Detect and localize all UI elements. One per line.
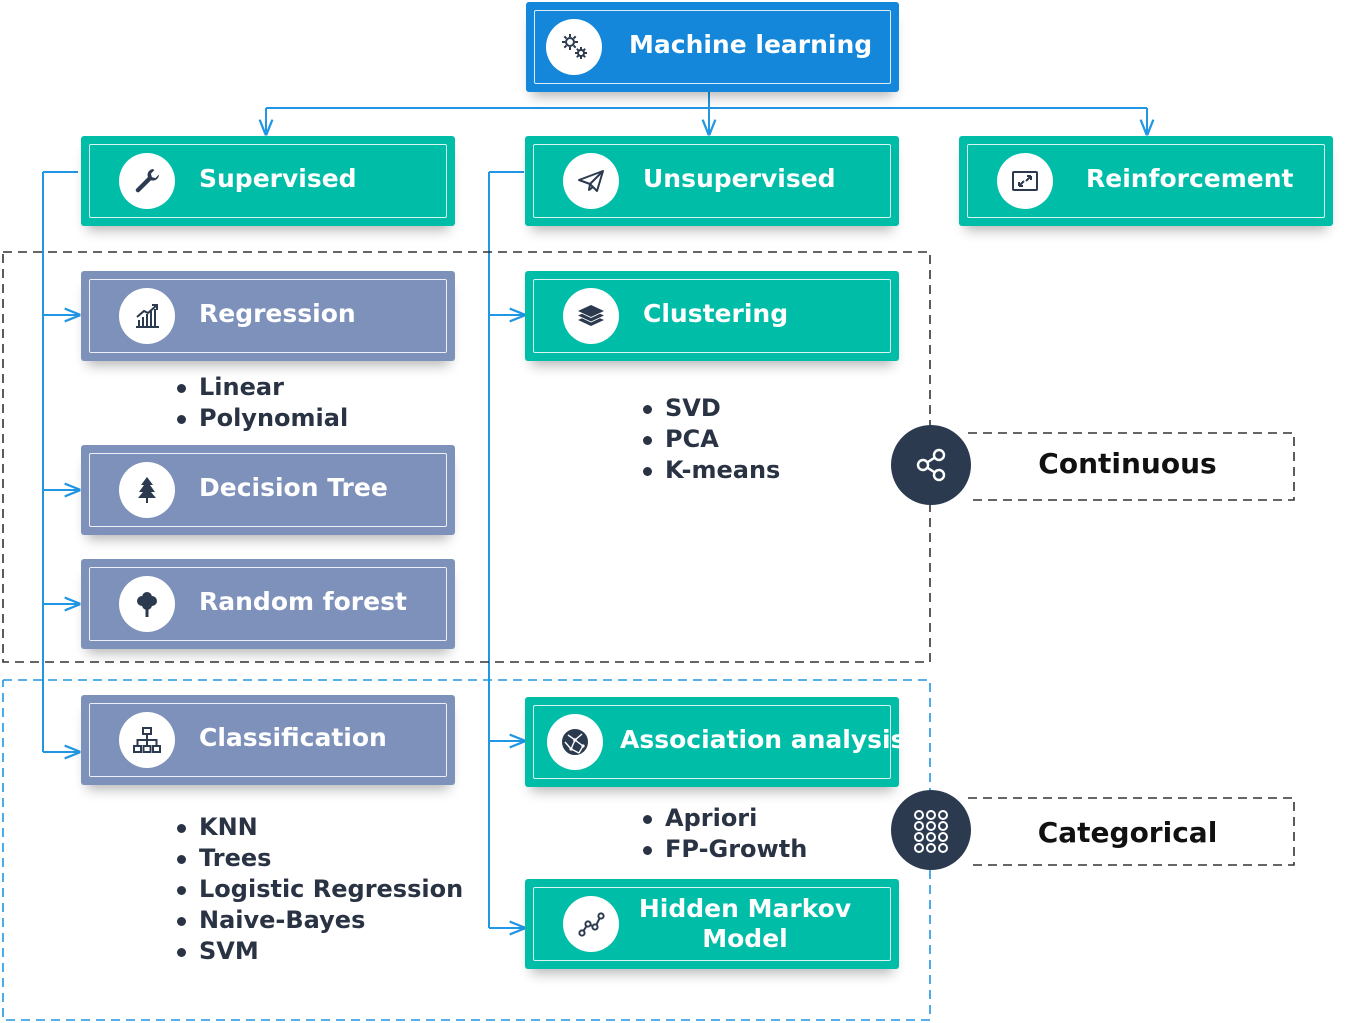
clustering-label: Clustering bbox=[643, 299, 789, 328]
root-connectors bbox=[266, 92, 1147, 134]
decision-tree-label: Decision Tree bbox=[199, 473, 388, 502]
node-path-icon bbox=[563, 896, 619, 952]
dot-grid-icon bbox=[891, 790, 971, 870]
layers-icon bbox=[563, 288, 619, 344]
hierarchy-icon bbox=[119, 712, 175, 768]
list-item: Linear bbox=[177, 372, 348, 403]
list-item: K-means bbox=[643, 455, 780, 486]
continuous-label: Continuous bbox=[1038, 447, 1217, 480]
supervised-connectors bbox=[42, 171, 79, 752]
share-nodes-icon bbox=[891, 425, 971, 505]
forest-tree-icon bbox=[119, 576, 175, 632]
list-item: PCA bbox=[643, 424, 780, 455]
machine-learning-label: Machine learning bbox=[629, 30, 873, 59]
association-analysis-node: Association analysis bbox=[525, 697, 905, 787]
globe-network-icon bbox=[547, 714, 603, 770]
list-item: Polynomial bbox=[177, 403, 348, 434]
supervised-node: Supervised bbox=[81, 136, 455, 226]
regression-methods-list: Linear Polynomial bbox=[177, 372, 348, 434]
regression-node: Regression bbox=[81, 271, 455, 361]
list-item: Trees bbox=[177, 843, 463, 874]
categorical-label: Categorical bbox=[1037, 816, 1218, 849]
list-item: SVM bbox=[177, 936, 463, 967]
continuous-region bbox=[2, 251, 1295, 663]
unsupervised-label: Unsupervised bbox=[643, 164, 836, 193]
hidden-markov-node: Hidden Markov Model bbox=[525, 879, 899, 969]
decision-tree-node: Decision Tree bbox=[81, 445, 455, 535]
unsupervised-node: Unsupervised bbox=[525, 136, 899, 226]
list-item: Apriori bbox=[643, 803, 807, 834]
regression-label: Regression bbox=[199, 299, 356, 328]
machine-learning-node: Machine learning bbox=[526, 2, 899, 92]
resize-arrows-icon bbox=[997, 153, 1053, 209]
random-forest-label: Random forest bbox=[199, 587, 407, 616]
association-analysis-label: Association analysis bbox=[620, 725, 906, 754]
hidden-markov-label: Hidden Markov Model bbox=[638, 894, 852, 953]
paper-plane-icon bbox=[563, 153, 619, 209]
categorical-region bbox=[2, 679, 931, 1021]
tree-icon bbox=[119, 462, 175, 518]
clustering-node: Clustering bbox=[525, 271, 899, 361]
association-methods-list: Apriori FP-Growth bbox=[643, 803, 807, 865]
supervised-label: Supervised bbox=[199, 164, 357, 193]
list-item: KNN bbox=[177, 812, 463, 843]
unsupervised-connectors bbox=[488, 171, 524, 928]
list-item: Logistic Regression bbox=[177, 874, 463, 905]
wrench-icon bbox=[119, 153, 175, 209]
classification-node: Classification bbox=[81, 695, 455, 785]
categorical-tag-border bbox=[968, 797, 1295, 866]
bar-chart-up-icon bbox=[119, 288, 175, 344]
classification-label: Classification bbox=[199, 723, 387, 752]
list-item: SVD bbox=[643, 393, 780, 424]
random-forest-node: Random forest bbox=[81, 559, 455, 649]
list-item: Naive-Bayes bbox=[177, 905, 463, 936]
classification-methods-list: KNN Trees Logistic Regression Naive-Baye… bbox=[177, 812, 463, 967]
reinforcement-label: Reinforcement bbox=[1086, 164, 1294, 193]
clustering-methods-list: SVD PCA K-means bbox=[643, 393, 780, 486]
list-item: FP-Growth bbox=[643, 834, 807, 865]
gears-icon bbox=[546, 19, 602, 75]
reinforcement-node: Reinforcement bbox=[959, 136, 1333, 226]
